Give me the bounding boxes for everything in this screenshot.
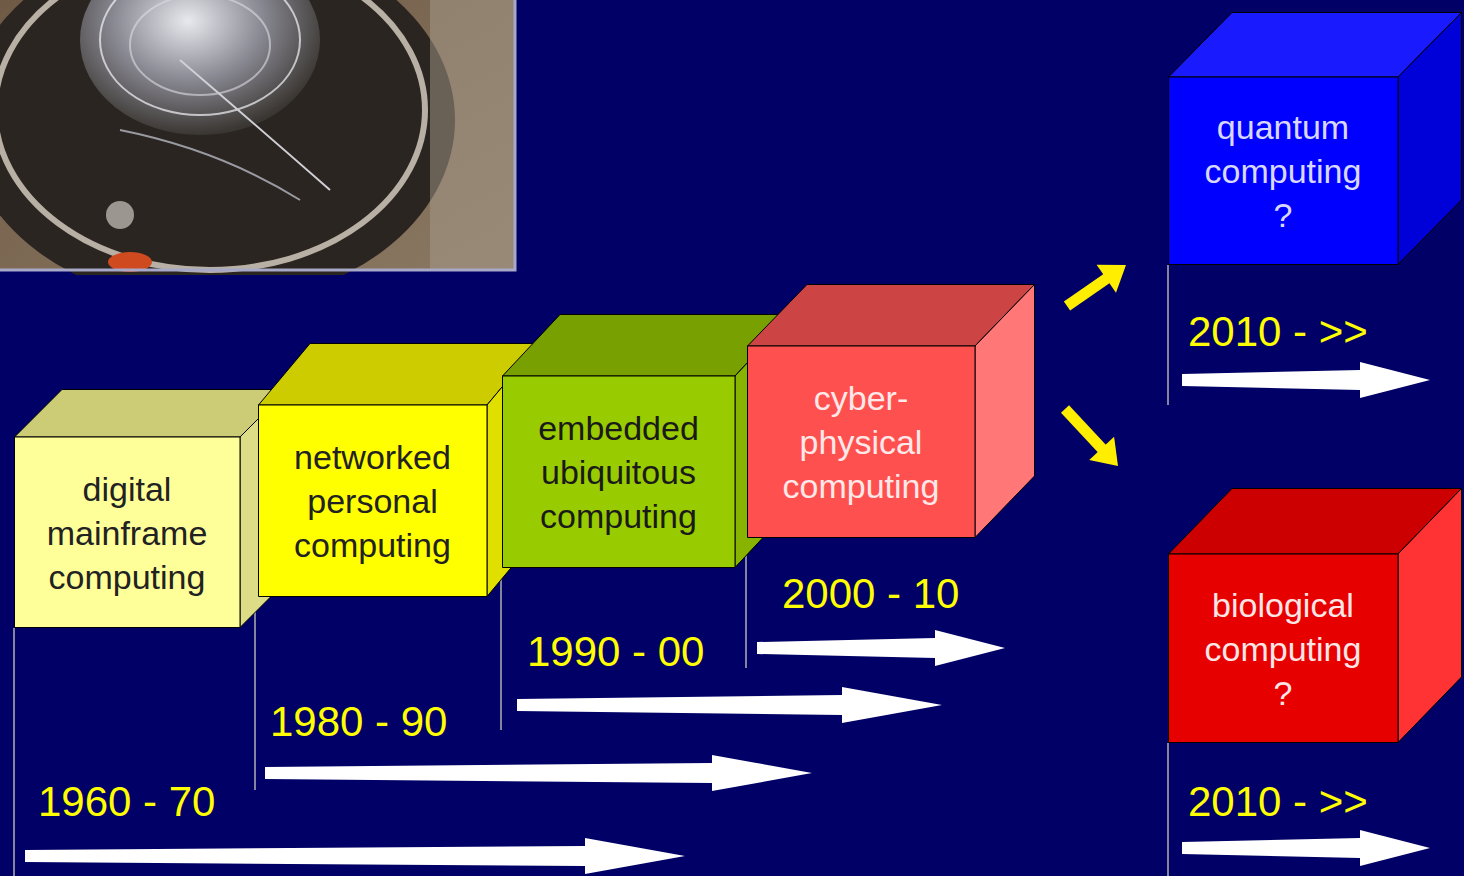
- node-text: cyber- physical computing: [757, 376, 965, 508]
- cube-face: embedded ubiquitous computing: [502, 376, 735, 568]
- cube-face: digital mainframe computing: [14, 437, 240, 628]
- timeline-arrow: [757, 630, 1005, 666]
- connector-arrow: [1067, 265, 1126, 306]
- photo-illustration: [0, 0, 520, 275]
- timeline-tick: [13, 628, 15, 876]
- period-label: 2010 - >>: [1188, 780, 1368, 824]
- cube-side: [1398, 489, 1462, 743]
- cube-face: quantum computing ?: [1168, 77, 1398, 265]
- cube-face: networked personal computing: [258, 405, 487, 597]
- period-label: 2000 - 10: [782, 572, 959, 616]
- cube-front: [1169, 77, 1399, 265]
- cube-box: quantum computing ?: [1168, 12, 1462, 265]
- cube-front: [503, 376, 736, 568]
- cube-box: networked personal computing: [258, 343, 539, 597]
- timeline-tick: [500, 568, 502, 730]
- timeline-tick: [1167, 743, 1169, 876]
- period-label: 2010 - >>: [1188, 310, 1368, 354]
- timeline-arrow: [265, 755, 812, 791]
- cube-face: biological computing ?: [1168, 554, 1398, 743]
- period-label: 1990 - 00: [527, 630, 704, 674]
- cube-side: [1398, 13, 1462, 265]
- node-text: biological computing ?: [1195, 583, 1371, 715]
- period-label: 1960 - 70: [38, 780, 215, 824]
- timeline-arrow: [517, 687, 942, 723]
- timeline-tick: [1167, 265, 1169, 405]
- node-text: networked personal computing: [268, 435, 477, 567]
- cube-front: [748, 346, 976, 538]
- node-text: embedded ubiquitous computing: [512, 406, 725, 538]
- timeline-arrow: [1182, 362, 1430, 398]
- timeline-arrow: [25, 838, 685, 874]
- cube-front: [1169, 554, 1399, 743]
- cube-front: [15, 437, 241, 628]
- cube-box: cyber- physical computing: [747, 284, 1035, 538]
- arrow-shaft: [1065, 409, 1104, 451]
- timeline-tick: [745, 538, 747, 668]
- connector-arrow: [1065, 409, 1118, 466]
- arrow-head: [1097, 265, 1126, 293]
- node-text: digital mainframe computing: [24, 467, 230, 599]
- cube-box: digital mainframe computing: [14, 389, 288, 628]
- cube-face: cyber- physical computing: [747, 346, 975, 538]
- node-text: quantum computing ?: [1195, 105, 1371, 237]
- cube-side: [975, 285, 1035, 538]
- period-label: 1980 - 90: [270, 700, 447, 744]
- cube-box: biological computing ?: [1168, 488, 1462, 743]
- arrow-shaft: [1067, 276, 1110, 306]
- timeline-arrow: [1182, 830, 1430, 866]
- arrow-head: [1089, 437, 1118, 466]
- timeline-tick: [254, 597, 256, 790]
- cube-front: [259, 405, 488, 597]
